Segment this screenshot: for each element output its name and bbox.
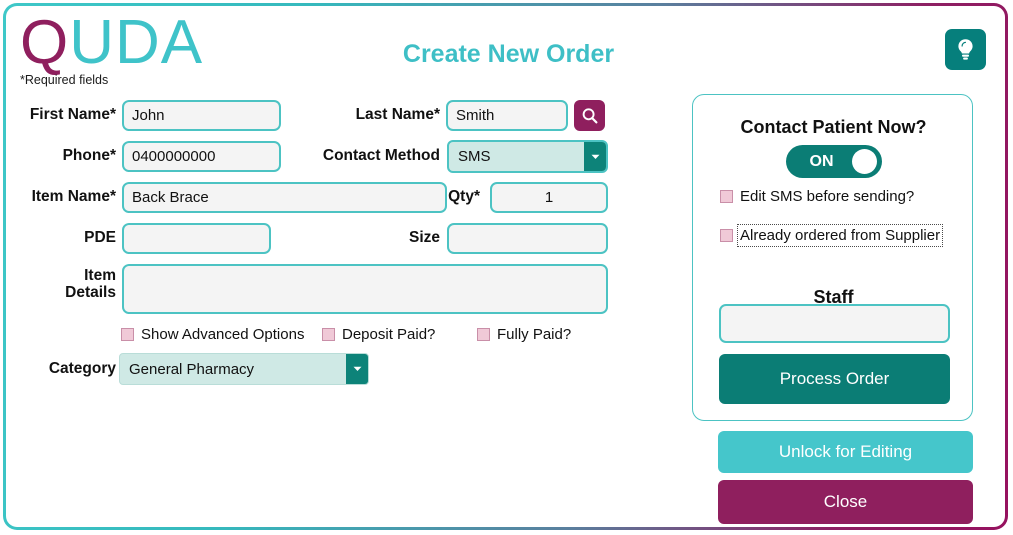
phone-label: Phone* — [62, 147, 116, 164]
item-details-textarea[interactable] — [122, 264, 608, 314]
checkbox-box-icon — [121, 328, 134, 341]
item-details-label: Item Details — [16, 267, 116, 301]
contact-method-select[interactable]: SMS — [447, 140, 608, 173]
checkbox-label: Show Advanced Options — [141, 326, 305, 343]
item-name-input[interactable]: Back Brace — [122, 182, 447, 213]
category-value: General Pharmacy — [129, 360, 255, 378]
lightbulb-icon — [958, 39, 973, 60]
toggle-knob — [852, 149, 877, 174]
contact-panel-heading: Contact Patient Now? — [740, 117, 927, 137]
item-name-label: Item Name* — [31, 188, 116, 205]
logo-letters-uda: UDA — [69, 8, 204, 77]
contact-patient-panel: Contact Patient Now? ON Edit SMS before … — [692, 94, 973, 421]
item-details-label-line1: Item — [84, 267, 116, 284]
window-surface: QUDA *Required fields Create New Order F… — [6, 6, 1005, 527]
contact-patient-toggle[interactable]: ON — [786, 145, 882, 178]
close-button[interactable]: Close — [718, 480, 973, 524]
checkbox-label: Deposit Paid? — [342, 326, 436, 343]
staff-input[interactable] — [719, 304, 950, 343]
item-details-label-line2: Details — [65, 284, 116, 302]
chevron-down-icon — [346, 354, 368, 384]
pde-input[interactable] — [122, 223, 271, 254]
category-label: Category — [48, 360, 116, 377]
first-name-label: First Name* — [29, 106, 116, 123]
checkbox-label: Edit SMS before sending? — [740, 188, 915, 205]
phone-input[interactable]: 0400000000 — [122, 141, 281, 172]
quda-logo: QUDA — [20, 12, 203, 74]
checkbox-edit-sms-before-sending[interactable]: Edit SMS before sending? — [720, 188, 914, 205]
category-select[interactable]: General Pharmacy — [119, 353, 369, 385]
checkbox-show-advanced-options[interactable]: Show Advanced Options — [121, 326, 304, 343]
first-name-input[interactable]: John — [122, 100, 281, 131]
application-window: QUDA *Required fields Create New Order F… — [3, 3, 1008, 530]
checkbox-box-icon — [322, 328, 335, 341]
last-name-label: Last Name* — [355, 106, 440, 123]
page-title: Create New Order — [402, 40, 615, 68]
staff-heading: Staff — [813, 287, 854, 307]
toggle-state-label: ON — [809, 152, 834, 170]
search-patient-button[interactable] — [574, 100, 605, 131]
checkbox-fully-paid[interactable]: Fully Paid? — [477, 326, 571, 343]
contact-method-value: SMS — [458, 148, 491, 165]
checkbox-already-ordered-from-supplier[interactable]: Already ordered from Supplier — [720, 224, 944, 247]
checkbox-label: Already ordered from Supplier — [736, 224, 944, 247]
contact-method-label: Contact Method — [322, 147, 440, 164]
size-input[interactable] — [447, 223, 608, 254]
size-label: Size — [408, 229, 440, 246]
chevron-down-icon — [584, 142, 606, 171]
checkbox-label: Fully Paid? — [497, 326, 572, 343]
last-name-input[interactable]: Smith — [446, 100, 568, 131]
logo-letter-q: Q — [20, 8, 70, 77]
magnifier-icon — [582, 107, 597, 123]
unlock-for-editing-button[interactable]: Unlock for Editing — [718, 431, 973, 473]
pde-label: PDE — [84, 229, 116, 246]
checkbox-box-icon — [720, 229, 733, 242]
checkbox-deposit-paid[interactable]: Deposit Paid? — [322, 326, 435, 343]
qty-label: Qty* — [448, 188, 480, 205]
process-order-button[interactable]: Process Order — [719, 354, 950, 404]
checkbox-box-icon — [720, 190, 733, 203]
help-button[interactable] — [945, 29, 986, 70]
checkbox-box-icon — [477, 328, 490, 341]
qty-input[interactable]: 1 — [490, 182, 608, 213]
required-fields-note: *Required fields — [20, 73, 109, 87]
